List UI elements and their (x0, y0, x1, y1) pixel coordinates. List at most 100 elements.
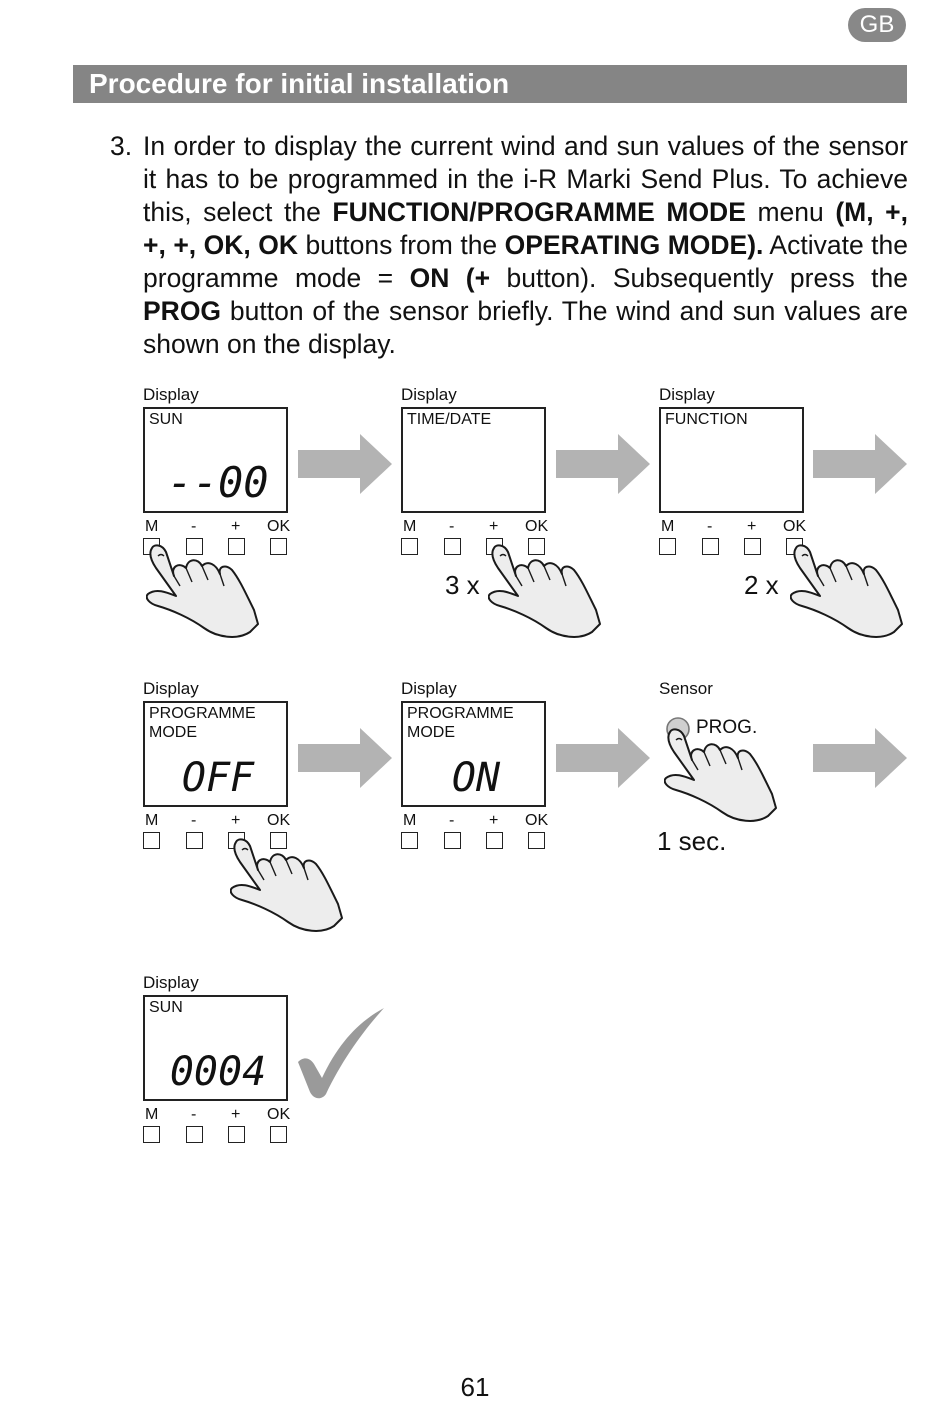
button-row: M - + OK (401, 518, 561, 558)
ok-button[interactable] (270, 1126, 287, 1143)
ok-button[interactable] (528, 832, 545, 849)
minus-button[interactable] (702, 538, 719, 555)
step-segment: Activate the programme mode = (143, 230, 908, 293)
lcd-value: 0004 (170, 1049, 266, 1095)
panel-label: Display (143, 973, 199, 992)
button-label-m: M (145, 1106, 159, 1123)
page-number: 61 (460, 1372, 490, 1402)
step-segment-bold: ON (+ (409, 263, 491, 293)
step-segment: menu (745, 197, 836, 227)
hand-pointer-icon (790, 544, 903, 638)
screen-title: PROGRAMME MODE (149, 705, 256, 741)
press-count-ok: 2 x (744, 570, 779, 600)
lcd-value: ON (452, 755, 501, 801)
screen-title: PROGRAMME MODE (407, 705, 514, 741)
lcd-value: OFF (182, 755, 255, 801)
lcd-readout: --00 (167, 458, 268, 507)
button-label-plus: + (231, 812, 241, 829)
hand-pointer-icon (146, 544, 259, 638)
display-screen-sun-result: SUN 0004 (143, 995, 288, 1101)
m-button[interactable] (659, 538, 676, 555)
panel-label: Display (659, 385, 715, 404)
m-button[interactable] (401, 832, 418, 849)
display-screen-programme-off: PROGRAMME MODE OFF (143, 701, 288, 807)
panel-label: Display (143, 385, 199, 404)
step-segment-bold: FUNCTION/PROGRAMME MODE (332, 197, 746, 227)
button-label-ok: OK (783, 518, 807, 535)
minus-button[interactable] (444, 832, 461, 849)
plus-button[interactable] (228, 1126, 245, 1143)
prog-button-label: PROG. (696, 717, 758, 738)
hand-pointer-icon (664, 728, 777, 822)
button-row: M - + OK (143, 1106, 303, 1146)
step-text: In order to display the current wind and… (143, 130, 908, 361)
lcd-value: --00 (167, 458, 268, 507)
button-label-plus: + (231, 518, 241, 535)
display-screen-sun: SUN --00 (143, 407, 288, 513)
minus-button[interactable] (186, 538, 203, 555)
step-segment-bold: PROG (143, 296, 222, 326)
press-duration: 1 sec. (657, 826, 727, 856)
lcd-readout: OFF (182, 755, 255, 801)
m-button[interactable] (401, 538, 418, 555)
button-label-minus: - (707, 518, 713, 535)
button-label-m: M (145, 812, 159, 829)
right-arrow-icon (298, 728, 392, 788)
button-label-plus: + (231, 1106, 241, 1123)
button-label-m: M (661, 518, 675, 535)
display-screen-time-date: TIME/DATE (401, 407, 546, 513)
button-label-ok: OK (267, 812, 291, 829)
right-arrow-icon (556, 434, 650, 494)
display-screen-programme-on: PROGRAMME MODE ON (401, 701, 546, 807)
button-label-minus: - (449, 518, 455, 535)
button-label-m: M (403, 518, 417, 535)
panel-label: Display (401, 679, 457, 698)
display-screen-function: FUNCTION (659, 407, 804, 513)
ok-button[interactable] (528, 538, 545, 555)
hand-pointer-icon (488, 544, 601, 638)
m-button[interactable] (143, 1126, 160, 1143)
right-arrow-icon (298, 434, 392, 494)
button-label-ok: OK (525, 518, 549, 535)
panel-label: Display (143, 679, 199, 698)
step-segment: button). Sub­sequently press the (490, 263, 908, 293)
right-arrow-icon (813, 728, 907, 788)
button-label-ok: OK (525, 812, 549, 829)
plus-button[interactable] (486, 832, 503, 849)
step-segment-bold: (M, +, +, +, OK, OK (143, 197, 909, 260)
right-arrow-icon (556, 728, 650, 788)
section-title: Procedure for initial installation (89, 68, 510, 99)
plus-button[interactable] (228, 538, 245, 555)
panel-label: Display (401, 385, 457, 404)
plus-button[interactable] (744, 538, 761, 555)
step-segment-bold: OPERATING MODE). (504, 230, 764, 260)
minus-button[interactable] (186, 1126, 203, 1143)
ok-button[interactable] (270, 832, 287, 849)
screen-title: FUNCTION (665, 411, 748, 428)
section-header-bar: Procedure for initial installation (73, 65, 907, 103)
button-row: M - + OK (401, 812, 561, 852)
ok-button[interactable] (270, 538, 287, 555)
screen-title: TIME/DATE (407, 411, 492, 428)
minus-button[interactable] (186, 832, 203, 849)
button-label-ok: OK (267, 1106, 291, 1123)
step-3: 3. In order to display the current wind … (110, 130, 908, 361)
button-label-plus: + (489, 812, 499, 829)
check-mark-icon (298, 1008, 384, 1099)
step-number: 3. (110, 131, 133, 161)
minus-button[interactable] (444, 538, 461, 555)
right-arrow-icon (813, 434, 907, 494)
button-label-minus: - (191, 518, 197, 535)
step-segment: In order to display the current wind and… (143, 131, 908, 227)
hand-pointer-icon (230, 838, 343, 932)
step-segment: button of the sensor briefly. The wind a… (143, 296, 908, 359)
button-label-plus: + (489, 518, 499, 535)
sensor-label: Sensor (659, 679, 713, 698)
button-label-m: M (403, 812, 417, 829)
button-label-m: M (145, 518, 159, 535)
lcd-readout: 0004 (170, 1049, 266, 1095)
button-label-ok: OK (267, 518, 291, 535)
m-button[interactable] (143, 832, 160, 849)
button-label-minus: - (191, 812, 197, 829)
press-count-plus: 3 x (445, 570, 480, 600)
